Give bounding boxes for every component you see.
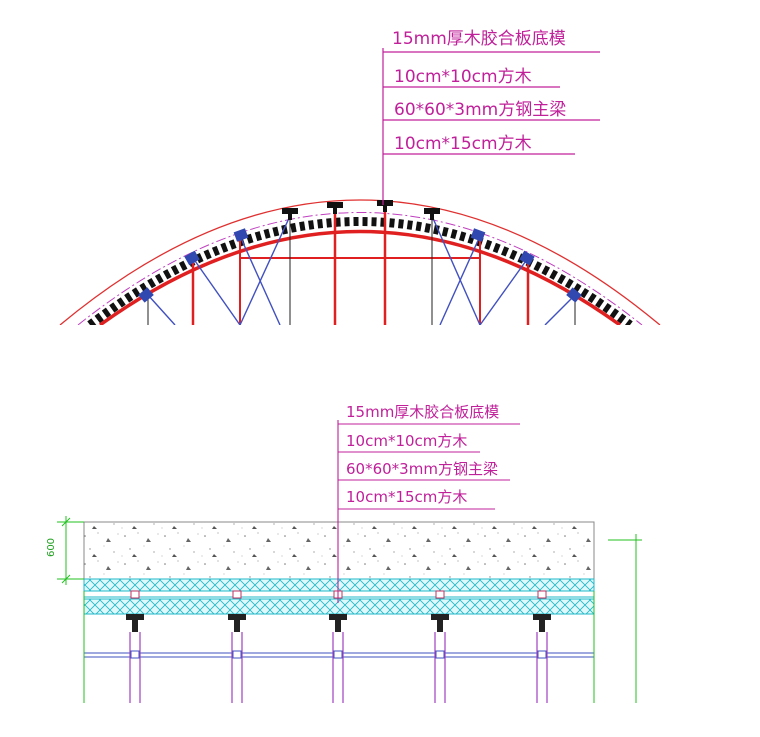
arch-section-detail: 15mm厚木胶合板底模 10cm*10cm方木 60*60*3mm方钢主梁 10… bbox=[0, 0, 760, 330]
dimension-label: 600 bbox=[46, 537, 58, 558]
callout-steel-main-beam: 60*60*3mm方钢主梁 bbox=[394, 100, 567, 120]
steel-arch-beam bbox=[98, 229, 622, 325]
callout-timber-10x15: 10cm*15cm方木 bbox=[394, 134, 532, 154]
callout-timber-10x10: 10cm*10cm方木 bbox=[394, 67, 532, 87]
concrete-slab bbox=[83, 521, 595, 580]
arch-section-drawing bbox=[59, 48, 661, 325]
callout-timber-10x15: 10cm*15cm方木 bbox=[346, 488, 468, 506]
outer-boundary-arc bbox=[59, 199, 661, 325]
plywood-layer bbox=[83, 578, 595, 592]
beam-section-detail: 15mm厚木胶合板底模 10cm*10cm方木 60*60*3mm方钢主梁 10… bbox=[0, 390, 760, 737]
callout-plywood: 15mm厚木胶合板底模 bbox=[346, 403, 500, 421]
centerline-arc bbox=[77, 212, 643, 325]
callout-timber-10x10: 10cm*10cm方木 bbox=[346, 432, 468, 450]
beam-section-drawing bbox=[57, 420, 642, 703]
support-posts bbox=[126, 590, 551, 703]
formwork-band bbox=[87, 217, 633, 325]
timber-layer bbox=[83, 598, 595, 615]
slab-dimension bbox=[57, 516, 84, 585]
callout-plywood: 15mm厚木胶合板底模 bbox=[392, 29, 566, 49]
callout-steel-main-beam: 60*60*3mm方钢主梁 bbox=[346, 460, 498, 478]
